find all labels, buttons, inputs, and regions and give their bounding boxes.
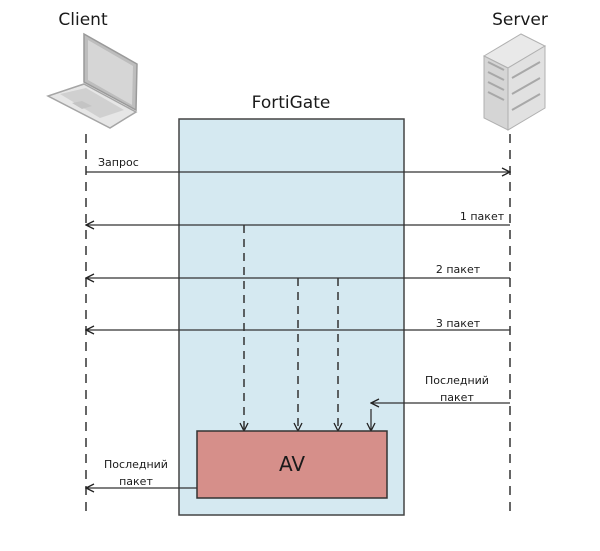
last-packet-out-label-line2: пакет — [119, 475, 153, 488]
packet-3-label: 3 пакет — [436, 317, 481, 330]
last-packet-in-label-line1: Последний — [425, 374, 489, 387]
fortigate-title: FortiGate — [252, 93, 331, 113]
request-label: Запрос — [98, 156, 139, 169]
packet-2-label: 2 пакет — [436, 263, 481, 276]
laptop-icon — [46, 32, 138, 129]
server-title: Server — [492, 10, 548, 30]
client-title: Client — [58, 10, 108, 30]
server-icon — [482, 33, 547, 131]
packet-1-label: 1 пакет — [460, 210, 505, 223]
last-packet-out-label-line1: Последний — [104, 458, 168, 471]
last-packet-in-label-line2: пакет — [440, 391, 474, 404]
av-label: AV — [279, 452, 305, 476]
av-box — [196, 430, 388, 499]
